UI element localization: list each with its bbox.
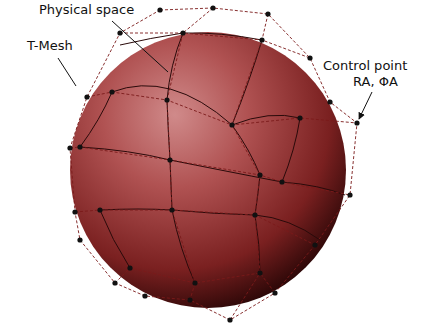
mesh-lines [80, 33, 345, 283]
control-points [67, 5, 359, 322]
annotation-label: Physical space [38, 2, 135, 17]
control-net [70, 8, 357, 320]
annotation-label: RA, ΦA [352, 74, 399, 89]
sphere [70, 32, 346, 308]
annotation-label: T-Mesh [26, 38, 74, 53]
annotation-label: Control point [322, 58, 408, 73]
